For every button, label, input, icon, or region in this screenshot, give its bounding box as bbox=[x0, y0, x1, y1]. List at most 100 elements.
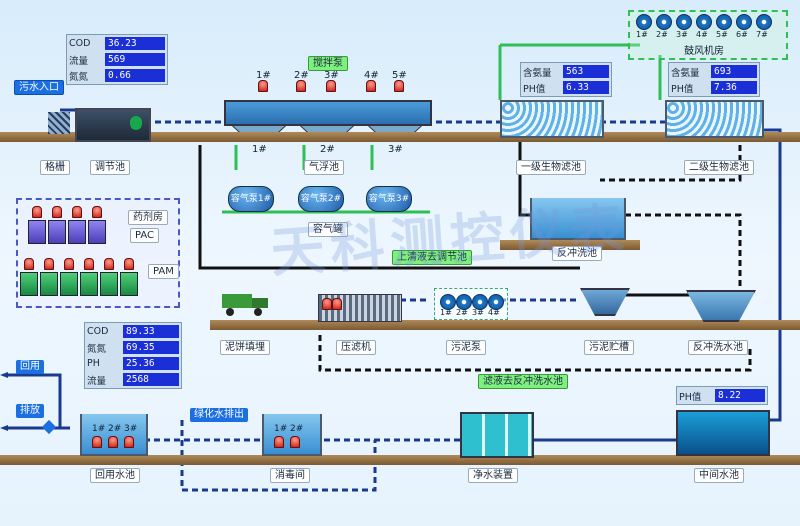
mixer-pump-1-label: 1# bbox=[256, 70, 271, 81]
upper-return-pipe bbox=[198, 145, 580, 270]
pam-lamp-2-icon[interactable] bbox=[44, 258, 54, 270]
air-tank-label: 容气罐 bbox=[308, 222, 348, 237]
disinfect-room[interactable] bbox=[262, 414, 322, 456]
sludge-pump-3-label: 3# bbox=[472, 308, 484, 317]
grille-label: 格栅 bbox=[40, 160, 70, 175]
backwash-return-pipe bbox=[625, 213, 742, 290]
ground-backwash bbox=[500, 240, 640, 250]
pam-lamp-5-icon[interactable] bbox=[104, 258, 114, 270]
adjust-label: 调节池 bbox=[90, 160, 130, 175]
air-pump-2[interactable]: 容气泵2# bbox=[298, 186, 344, 212]
blower-2-icon[interactable] bbox=[656, 14, 672, 30]
disinfect-pump-1-icon[interactable] bbox=[274, 436, 284, 448]
blower-6-icon[interactable] bbox=[736, 14, 752, 30]
blower-3-icon[interactable] bbox=[676, 14, 692, 30]
blower-5-icon[interactable] bbox=[716, 14, 732, 30]
backwash-pool-label: 反冲洗池 bbox=[552, 246, 602, 261]
pam-lamp-3-icon[interactable] bbox=[64, 258, 74, 270]
flotation-tank[interactable] bbox=[224, 100, 432, 126]
blower-3-label: 3# bbox=[676, 30, 688, 39]
reuse-pump-3-label: 3# bbox=[124, 424, 138, 434]
pam-tank-2 bbox=[40, 272, 58, 296]
pam-tank-3 bbox=[60, 272, 78, 296]
purifier-unit[interactable] bbox=[460, 412, 534, 458]
pac-tank-2 bbox=[48, 220, 66, 244]
disinfect-pump-2-icon[interactable] bbox=[290, 436, 300, 448]
air-pump-1[interactable]: 容气泵1# bbox=[228, 186, 274, 212]
pac-tank-4 bbox=[88, 220, 106, 244]
sludge-pump-3-icon[interactable] bbox=[472, 294, 488, 310]
sludge-pump-4-icon[interactable] bbox=[488, 294, 504, 310]
reuse-pump-2-label: 2# bbox=[108, 424, 122, 434]
pam-lamp-1-icon[interactable] bbox=[24, 258, 34, 270]
bio2-label: 二级生物滤池 bbox=[684, 160, 754, 175]
reuse-pump-2-icon[interactable] bbox=[108, 436, 118, 448]
flotation-bay-1: 1# bbox=[252, 144, 267, 155]
pac-lamp-4-icon[interactable] bbox=[92, 206, 102, 218]
blower-7-label: 7# bbox=[756, 30, 768, 39]
ground-lower bbox=[0, 455, 800, 465]
bio2-filter[interactable] bbox=[665, 100, 764, 138]
backwash-tank-label: 反冲洗水池 bbox=[688, 340, 748, 355]
mixer-label: 搅拌泵 bbox=[308, 56, 348, 71]
press-lamp-2-icon[interactable] bbox=[332, 298, 342, 310]
cake-label: 泥饼填埋 bbox=[220, 340, 270, 355]
mixer-pump-3-icon[interactable] bbox=[326, 80, 336, 92]
air-pump-3[interactable]: 容气泵3# bbox=[366, 186, 412, 212]
blower-7-icon[interactable] bbox=[756, 14, 772, 30]
mixer-pump-4-label: 4# bbox=[364, 70, 379, 81]
bio1-label: 一级生物滤池 bbox=[516, 160, 586, 175]
filtrate-return-pipe bbox=[318, 335, 752, 372]
mixer-pump-5-icon[interactable] bbox=[394, 80, 404, 92]
pac-tank-3 bbox=[68, 220, 86, 244]
pam-lamp-4-icon[interactable] bbox=[84, 258, 94, 270]
disinfect-pump-1-label: 1# bbox=[274, 424, 288, 434]
discharge-arrow bbox=[0, 425, 8, 431]
pac-tank-1 bbox=[28, 220, 46, 244]
sludge-truck-icon bbox=[222, 290, 270, 316]
pam-tank-4 bbox=[80, 272, 98, 296]
bio1-filter[interactable] bbox=[500, 100, 604, 138]
discharge-outlet-label: 排放 bbox=[16, 404, 44, 418]
flotation-bay-3: 3# bbox=[388, 144, 403, 155]
backwash-pool[interactable] bbox=[530, 198, 626, 240]
reuse-pump-1-icon[interactable] bbox=[92, 436, 102, 448]
pam-tank-1 bbox=[20, 272, 38, 296]
pac-lamp-3-icon[interactable] bbox=[72, 206, 82, 218]
sludge-pump-2-icon[interactable] bbox=[456, 294, 472, 310]
reuse-outlet-label: 回用 bbox=[16, 360, 44, 374]
mixer-pump-1-icon[interactable] bbox=[258, 80, 268, 92]
pam-lamp-6-icon[interactable] bbox=[124, 258, 134, 270]
reuse-pool[interactable] bbox=[80, 414, 148, 456]
mixer-pump-2-label: 2# bbox=[294, 70, 309, 81]
mixer-pump-3-label: 3# bbox=[324, 70, 339, 81]
mixer-pump-4-icon[interactable] bbox=[366, 80, 376, 92]
press-label: 压滤机 bbox=[336, 340, 376, 355]
grille-screen bbox=[48, 112, 70, 134]
blower-room-label: 鼓风机房 bbox=[684, 46, 724, 57]
inlet-label: 污水入口 bbox=[14, 80, 64, 95]
pac-lamp-1-icon[interactable] bbox=[32, 206, 42, 218]
blower-1-icon[interactable] bbox=[636, 14, 652, 30]
sludge-pump-1-icon[interactable] bbox=[440, 294, 456, 310]
adjust-pump-icon[interactable] bbox=[130, 116, 142, 130]
pac-lamp-2-icon[interactable] bbox=[52, 206, 62, 218]
sludge-pump-label: 污泥泵 bbox=[446, 340, 486, 355]
middle-pool[interactable] bbox=[676, 410, 770, 456]
sludge-pump-2-label: 2# bbox=[456, 308, 468, 317]
blower-4-icon[interactable] bbox=[696, 14, 712, 30]
mixer-pump-2-icon[interactable] bbox=[296, 80, 306, 92]
pam-label: PAM bbox=[148, 264, 179, 279]
pam-tank-5 bbox=[100, 272, 118, 296]
reuse-pump-3-icon[interactable] bbox=[124, 436, 134, 448]
press-lamp-1-icon[interactable] bbox=[322, 298, 332, 310]
